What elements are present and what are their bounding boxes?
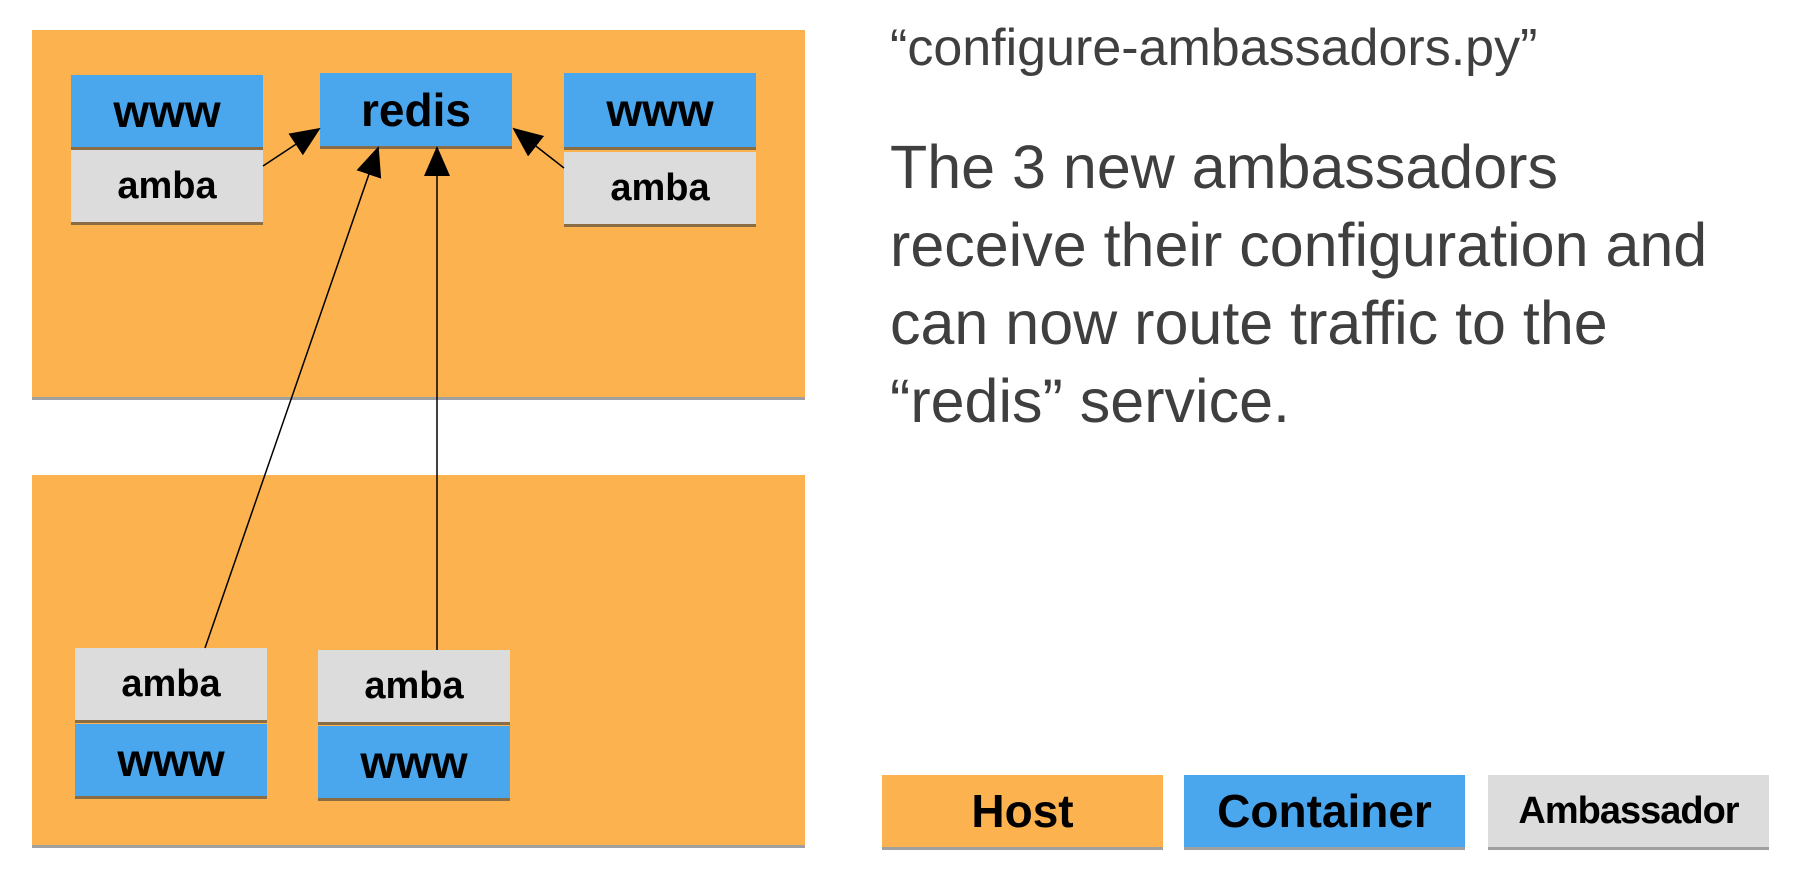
container-redis: redis (320, 73, 512, 146)
description-text: The 3 new ambassadors receive their conf… (890, 133, 1708, 435)
ambassador-bottom-middle: amba (318, 650, 510, 722)
script-title: “configure-ambassadors.py” (890, 19, 1538, 77)
arrow-amba-bottom-left-to-redis (204, 146, 382, 649)
container-www-top-left: www (71, 75, 263, 147)
legend-host: Host (882, 775, 1163, 847)
container-www-top-right: www (564, 73, 756, 147)
container-www-bottom-left: www (75, 724, 267, 796)
arrow-amba-top-right-to-redis (512, 127, 565, 169)
container-www-bottom-middle: www (318, 726, 510, 798)
ambassador-top-left: amba (71, 150, 263, 222)
ambassador-bottom-left: amba (75, 648, 267, 720)
ambassador-top-right: amba (564, 152, 756, 224)
legend-ambassador: Ambassador (1488, 775, 1769, 847)
arrow-amba-top-left-to-redis (262, 127, 321, 167)
legend-container: Container (1184, 775, 1465, 847)
